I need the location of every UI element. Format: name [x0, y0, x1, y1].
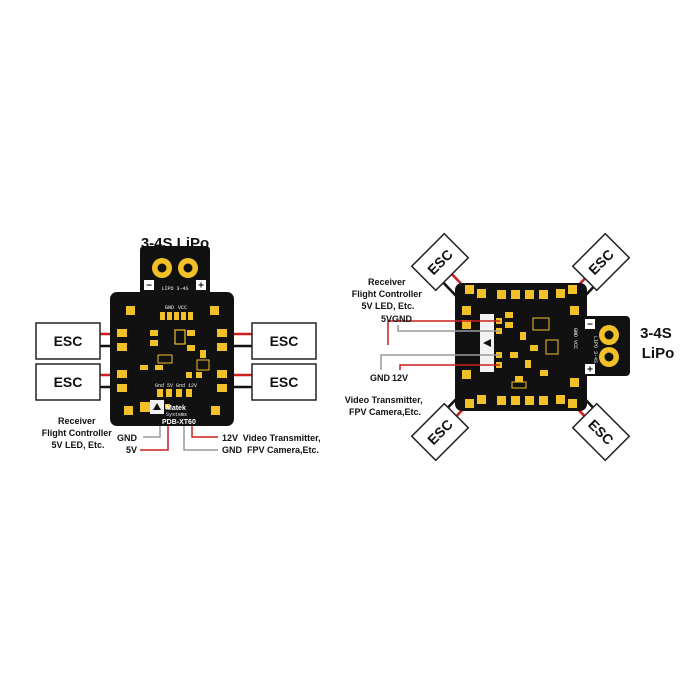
left-silk-bottom: Gnd 5V Gnd 12V: [155, 383, 197, 389]
left-wire-gnd-label-right: GND: [222, 445, 243, 455]
right-wiring-diagram: − + LIPO 3-4S GND VCC: [345, 232, 676, 462]
right-wire-5v: [387, 320, 500, 345]
esc-label: ESC: [270, 333, 299, 349]
left-wire-gnd: [143, 426, 161, 438]
right-wire-12v: [399, 364, 500, 370]
right-battery-label: 3-4S LiPo: [640, 325, 676, 362]
left-battery-silk: LIPO 3-4S: [161, 286, 188, 292]
right-wire-gnd-top: [397, 325, 500, 332]
right-vtx-label: Video Transmitter, FPV Camera,Etc.: [345, 395, 425, 417]
left-pdb-board: LIPO 3-4S − +: [110, 246, 234, 426]
left-vtx-label: Video Transmitter, FPV Camera,Etc.: [243, 433, 323, 455]
esc-box-bottom-left: ESC: [410, 402, 470, 462]
left-wire-5v-label: 5V: [126, 445, 137, 455]
right-output-wires: [380, 320, 500, 370]
right-receiver-label: Receiver Flight Controller 5V LED, Etc.: [352, 277, 425, 311]
esc-box-top-left: ESC: [410, 232, 470, 292]
left-wire-gnd-right: [183, 426, 218, 451]
right-wire-5v-label: 5V: [381, 314, 392, 324]
esc-box-right-bottom: [251, 363, 317, 401]
esc-label: ESC: [54, 333, 83, 349]
left-minus-sign: −: [146, 281, 152, 292]
right-pdb-board: − + LIPO 3-4S GND VCC: [455, 283, 630, 411]
left-esc-pads: [117, 329, 227, 392]
esc-label: ESC: [54, 374, 83, 390]
left-wire-12v-label: 12V: [222, 433, 238, 443]
esc-box-left-bottom: [35, 363, 101, 401]
esc-box-right-top: [251, 322, 317, 360]
right-minus-sign: −: [587, 320, 593, 331]
right-solder-pads: [462, 290, 579, 405]
right-battery-silk: LIPO 3-4S: [592, 336, 598, 363]
left-wire-12v: [191, 426, 218, 438]
esc-box-left-top: [35, 322, 101, 360]
left-receiver-label: Receiver Flight Controller 5V LED, Etc.: [42, 416, 115, 450]
left-wiring-diagram: LIPO 3-4S − +: [35, 235, 323, 455]
left-brand-sub: Systems: [166, 412, 187, 418]
left-plus-sign: +: [198, 281, 204, 292]
esc-box-bottom-right: ESC: [571, 402, 631, 462]
left-battery-label: 3-4S LiPo: [141, 235, 209, 252]
esc-box-top-right: ESC: [571, 232, 631, 292]
left-model: PDB-XT60: [162, 419, 196, 426]
right-silk-gnd-vcc: GND VCC: [572, 328, 578, 349]
left-solder-pads: [124, 306, 220, 415]
left-brand: Matek: [166, 405, 186, 412]
right-wire-gnd-bottom: [380, 354, 500, 370]
left-wire-5v: [140, 426, 169, 451]
right-wire-12v-label: 12V: [392, 373, 408, 383]
left-output-wires: [140, 426, 218, 451]
right-esc-pads: [465, 285, 577, 408]
left-silk-vcc: VCC: [178, 305, 187, 311]
left-wire-gnd-label: GND: [117, 433, 138, 443]
right-wire-gnd-bottom-label: GND: [370, 373, 391, 383]
left-silk-gnd: GND: [165, 305, 174, 311]
right-wire-gnd-top-label: GND: [392, 314, 413, 324]
esc-label: ESC: [270, 374, 299, 390]
right-plus-sign: +: [587, 365, 593, 376]
